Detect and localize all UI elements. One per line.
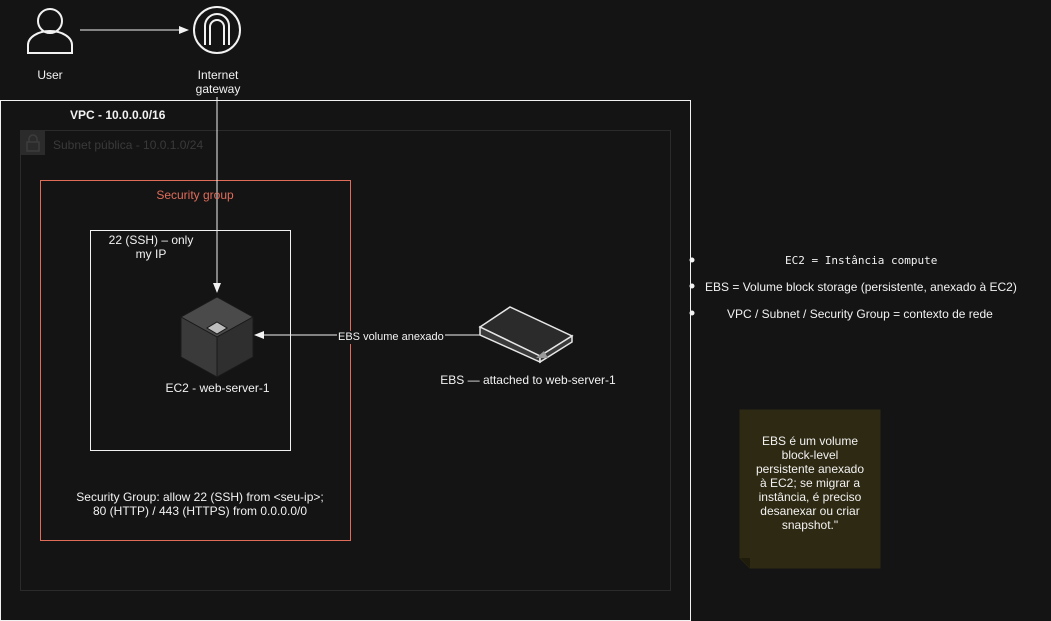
subnet-lock-icon — [21, 131, 45, 155]
legend-item-ebs: EBS = Volume block storage (persistente,… — [705, 280, 1017, 294]
ssh-rule-box[interactable] — [90, 230, 291, 451]
ssh-rule-label: 22 (SSH) – only my IP — [108, 233, 194, 261]
internet-gateway-icon[interactable] — [193, 6, 241, 54]
gateway-label: Internet gateway — [195, 68, 241, 96]
vpc-container[interactable] — [0, 100, 691, 621]
note-card[interactable] — [739, 409, 881, 569]
legend-item-ec2: EC2 = Instância compute — [785, 254, 938, 267]
legend-bullet — [689, 257, 695, 263]
ec2-label: EC2 - web-server-1 — [165, 381, 270, 395]
legend-item-network: VPC / Subnet / Security Group = contexto… — [727, 307, 993, 321]
note-text: EBS é um volume block-level persistente … — [755, 434, 865, 532]
ec2-instance-icon[interactable] — [179, 296, 255, 378]
legend-bullet — [689, 283, 695, 289]
user-icon[interactable] — [27, 8, 73, 54]
subnet-container[interactable] — [20, 130, 671, 591]
ebs-edge-label: EBS volume anexado — [337, 331, 445, 344]
subnet-label: Subnet pública - 10.0.1.0/24 — [53, 138, 204, 152]
vpc-label: VPC - 10.0.0.0/16 — [70, 108, 166, 122]
security-group-title: Security group — [156, 188, 234, 202]
security-group-footer: Security Group: allow 22 (SSH) from <seu… — [76, 490, 324, 518]
ebs-volume-icon[interactable] — [478, 306, 574, 364]
security-group-container[interactable] — [40, 180, 351, 541]
user-label: User — [37, 68, 63, 82]
legend-bullet — [689, 310, 695, 316]
ebs-label: EBS — attached to web-server-1 — [440, 373, 616, 387]
